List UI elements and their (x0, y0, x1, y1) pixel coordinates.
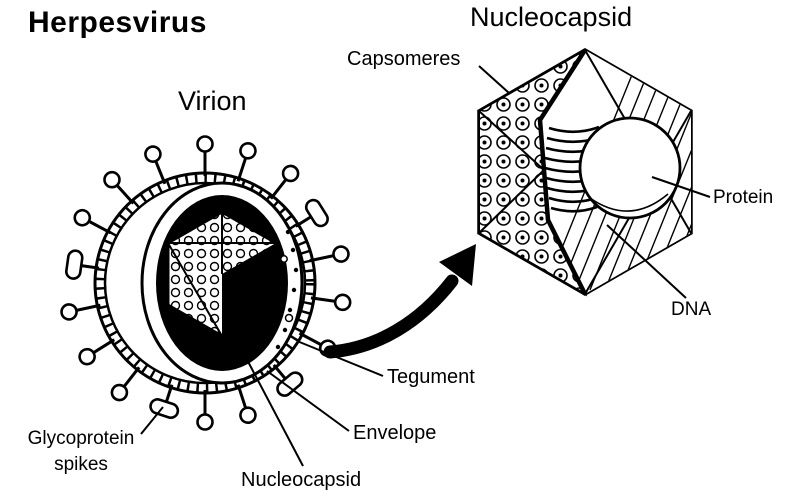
protein-core (578, 116, 682, 220)
glycoprotein-spikes-label: Glycoprotein spikes (14, 426, 148, 478)
nucleocapsid-leader-line (232, 332, 304, 467)
capsomeres-leader-line (478, 65, 510, 94)
dna-leader-line (606, 224, 687, 299)
protein-leader-line (651, 176, 711, 198)
inner-capsid-facets (167, 212, 277, 337)
magnify-arrow (323, 244, 476, 359)
protein-label: Protein (713, 187, 774, 208)
virion-illustration (58, 135, 353, 431)
inner-nucleocapsid (166, 210, 278, 338)
leader-lines (140, 65, 711, 467)
protein-core-shading (589, 193, 669, 212)
diagram-title: Herpesvirus (28, 6, 207, 39)
glycoprotein-label-line1: Glycoprotein (27, 428, 135, 449)
envelope-leader-line (266, 370, 350, 432)
tegument-label: Tegument (387, 366, 475, 388)
virion-label: Virion (178, 86, 247, 116)
glycoprotein-label-line2: spikes (54, 454, 108, 475)
capsomere-shell (478, 49, 588, 297)
nucleocapsid-illustration (477, 47, 693, 297)
envelope-stipple (275, 229, 299, 350)
shell-cut-edge (537, 48, 588, 296)
nucleocapsid-view-title: Nucleocapsid (470, 2, 633, 32)
envelope-tick-ring (95, 173, 315, 393)
tegument-leader-line (296, 340, 384, 377)
envelope-label: Envelope (353, 422, 437, 444)
dna-coil (544, 125, 603, 213)
nucleocapsid-label: Nucleocapsid (241, 469, 362, 491)
glycoprotein-leader-line (140, 406, 164, 435)
capsomeres-label: Capsomeres (347, 48, 461, 70)
dna-label: DNA (671, 299, 712, 320)
